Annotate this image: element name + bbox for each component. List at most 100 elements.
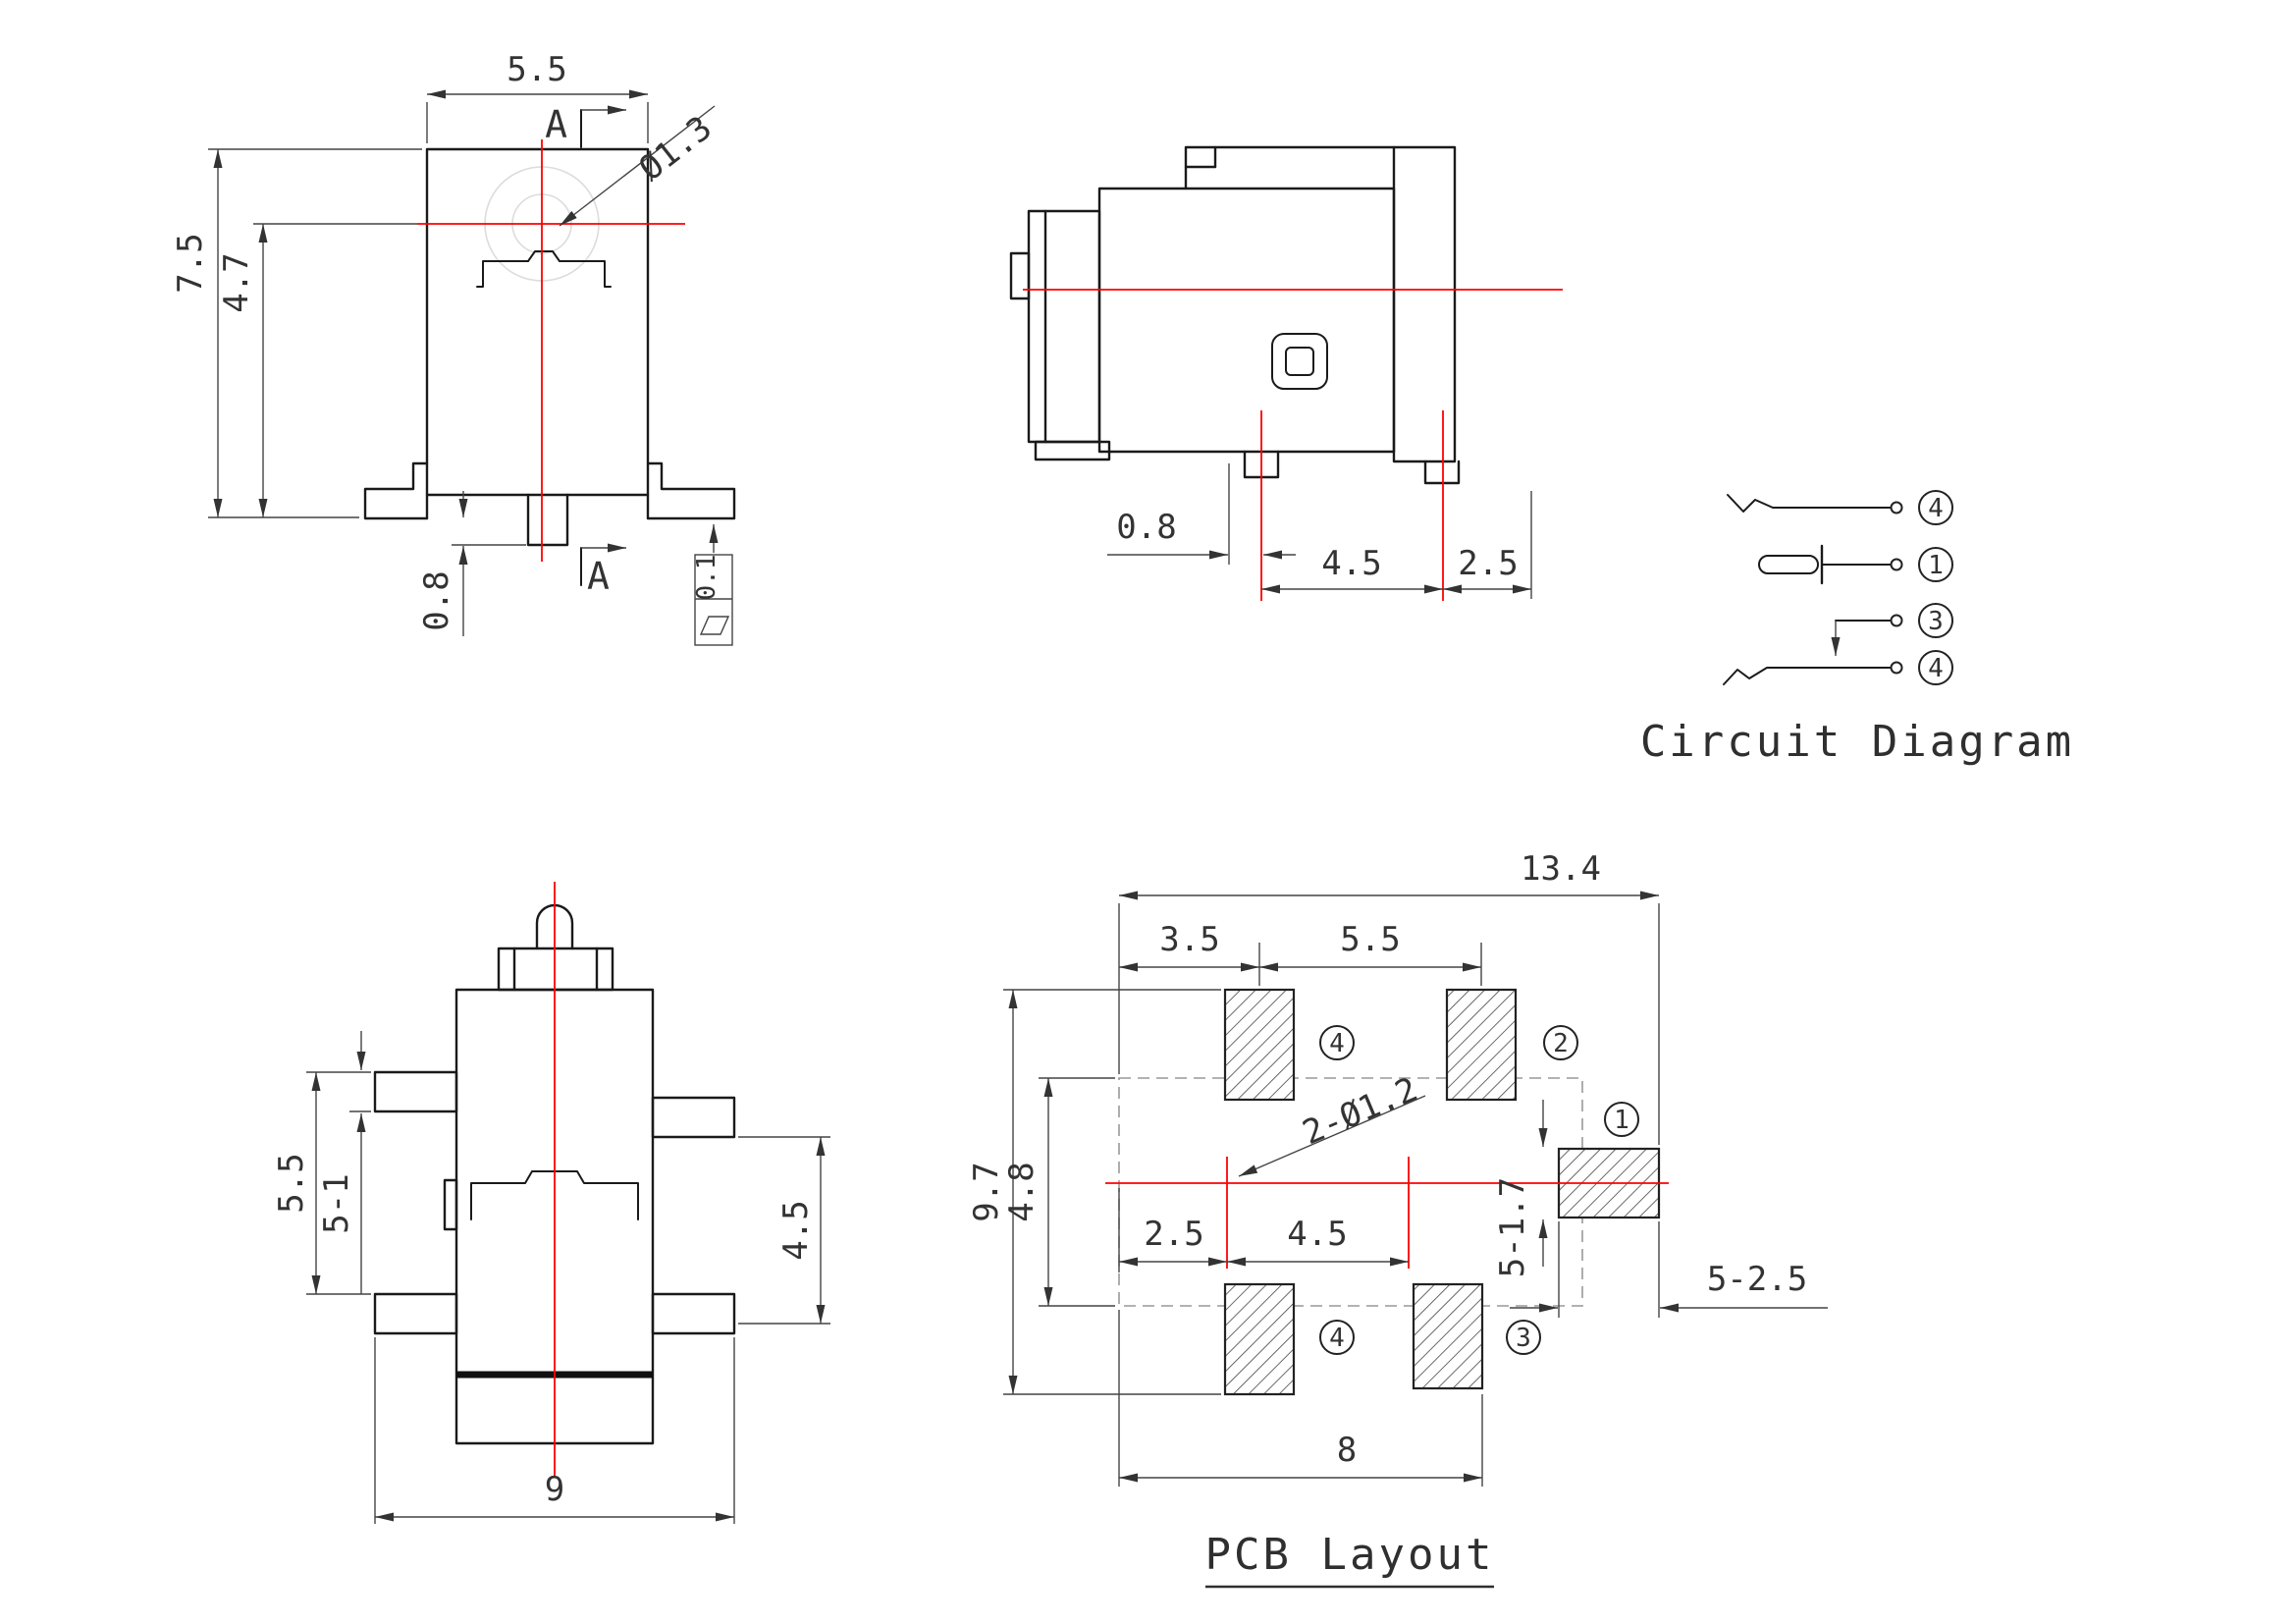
terminal-number: 3 [1928,607,1944,636]
pcb-centerlines [1105,1157,1669,1269]
bottom-view: 5.5 5-1 4.5 9 [272,882,830,1524]
pcb-pad-bottom-left [1223,1282,1296,1396]
pcb-dim-hole-offset-text: 2.5 [1144,1215,1203,1254]
front-dim-width: 5.5 [426,50,649,143]
front-dim-total-height-text: 7.5 [171,233,210,293]
terminal-bubble [1918,490,1953,525]
pcb-pad-label-top-left: 4 [1319,1025,1355,1060]
circuit-row-3: 3 [1831,603,1953,656]
pcb-dim-bottom-span: 8 [1118,1310,1483,1487]
circuit-row-1: 4 [1727,490,1953,525]
front-mount-flange-right [646,461,736,520]
front-dim-pin-protrusion: 0.8 [417,491,526,636]
terminal-bubble [1918,603,1953,638]
side-body-outline [1009,145,1461,485]
pcb-dim-overall-height: 9.7 [967,989,1221,1395]
svg-text:4: 4 [1329,1324,1345,1353]
terminal-number: 1 [1928,551,1944,580]
pcb-dim-hole-pitch: 4.5 [1227,1215,1409,1267]
front-mount-flange-left [363,461,429,520]
terminal-dot [1890,558,1903,571]
side-anchor-window [1271,333,1328,390]
pcb-layout: 4 2 1 4 3 13.4 3.5 [967,849,1828,1589]
pcb-pad-label-bottom-left: 4 [1319,1320,1355,1355]
front-hole-diameter-callout: Ø1.3 [559,105,720,227]
pcb-hole-callout-text: 2-Ø1.2 [1297,1069,1423,1153]
front-dim-center-height: 4.7 [217,223,417,517]
side-dim-back-pitch-text: 2.5 [1458,544,1518,583]
terminal-dot [1890,501,1903,514]
side-dim-back-pitch: 2.5 [1443,491,1532,599]
svg-text:2: 2 [1553,1029,1569,1058]
front-view: 5.5 A A Ø1.3 7.5 4.7 [171,50,736,646]
terminal-dot [1890,614,1903,627]
pcb-pad-top-right [1445,988,1518,1102]
front-section-marker-top: A [545,103,626,148]
pcb-pad-bottom-right [1412,1282,1484,1390]
side-dim-pin-pitch-text: 4.5 [1321,544,1381,583]
pcb-dim-hole-pitch-text: 4.5 [1287,1215,1347,1254]
terminal-number: 4 [1928,494,1944,523]
circuit-diagram-title: Circuit Diagram [1640,717,2074,767]
front-hole-diameter-text: Ø1.3 [632,108,720,189]
front-centerlines [417,139,685,562]
front-section-marker-bottom: A [580,543,626,598]
svg-text:3: 3 [1516,1324,1531,1353]
circuit-diagram: 4 1 3 4 Circuit Diagram [1640,490,2074,767]
front-section-top-text: A [545,103,567,146]
side-view: 0.8 4.5 2.5 [1009,145,1563,601]
switch-blade-symbol [1727,494,1892,513]
svg-text:1: 1 [1614,1106,1629,1135]
pcb-pad-height-callout-text: 5-1.7 [1493,1177,1532,1277]
pcb-layout-title: PCB Layout [1205,1530,1495,1580]
terminal-dot [1890,661,1903,675]
pcb-pad-label-right: 1 [1604,1102,1639,1137]
front-flatness-frame: 0.1 [692,524,733,646]
circuit-row-4: 4 [1723,650,1953,685]
bottom-dim-right-tab-span-text: 4.5 [776,1200,816,1260]
pcb-dim-pad-offset-text: 3.5 [1159,920,1219,959]
pcb-dim-overall-width: 13.4 [1118,849,1660,1145]
terminal-number: 4 [1928,654,1944,683]
pcb-dim-overall-height-text: 9.7 [967,1162,1006,1221]
pcb-dim-outline-height: 4.8 [1002,1077,1115,1307]
bottom-dim-tab-span-text: 5.5 [272,1153,311,1213]
front-contact-spring [476,250,612,288]
side-dim-pin-pitch: 4.5 [1261,544,1443,594]
pcb-dim-hole-offset: 2.5 [1118,1188,1227,1272]
pcb-dim-pad-pitch: 5.5 [1259,920,1482,986]
front-flatness-value-text: 0.1 [692,555,721,601]
pcb-dim-pad-offset: 3.5 [1119,920,1260,986]
pcb-pad-width-callout: 5-2.5 [1510,1221,1828,1318]
pcb-pad-width-callout-text: 5-2.5 [1707,1260,1807,1299]
switch-blade-symbol [1723,667,1892,685]
pcb-dim-pad-pitch-text: 5.5 [1340,920,1400,959]
front-section-bottom-text: A [587,555,610,598]
circuit-row-2: 1 [1758,544,1953,585]
terminal-bubble [1918,650,1953,685]
front-body-outline [425,147,650,497]
front-center-pin-tab [526,493,569,547]
bottom-dim-tab-thickness: 5-1 [317,1031,371,1294]
terminal-bubble [1918,547,1953,582]
pcb-dim-overall-width-text: 13.4 [1521,849,1601,889]
front-dim-width-text: 5.5 [507,50,566,89]
bottom-dim-right-tab-span: 4.5 [738,1136,830,1325]
bottom-dim-tab-thickness-text: 5-1 [317,1173,356,1233]
side-dim-pin-offset-text: 0.8 [1116,508,1176,547]
pcb-pad-label-bottom-right: 3 [1506,1320,1541,1355]
side-centerlines [1023,289,1563,601]
flatness-symbol-icon [699,616,730,635]
pcb-pad-height-callout: 5-1.7 [1493,1100,1548,1277]
bottom-dim-overall-width: 9 [374,1337,735,1524]
front-dim-pin-protrusion-text: 0.8 [417,570,456,630]
bottom-dim-tab-span: 5.5 [272,1071,371,1295]
center-pin-symbol [1758,555,1819,574]
pcb-dim-bottom-span-text: 8 [1337,1431,1357,1470]
side-dim-pin-offset: 0.8 [1107,463,1296,565]
front-dim-center-height-text: 4.7 [217,252,256,312]
pcb-pad-top-left [1223,988,1296,1102]
front-dim-total-height: 7.5 [171,148,422,518]
pcb-dim-outline-height-text: 4.8 [1002,1162,1041,1221]
